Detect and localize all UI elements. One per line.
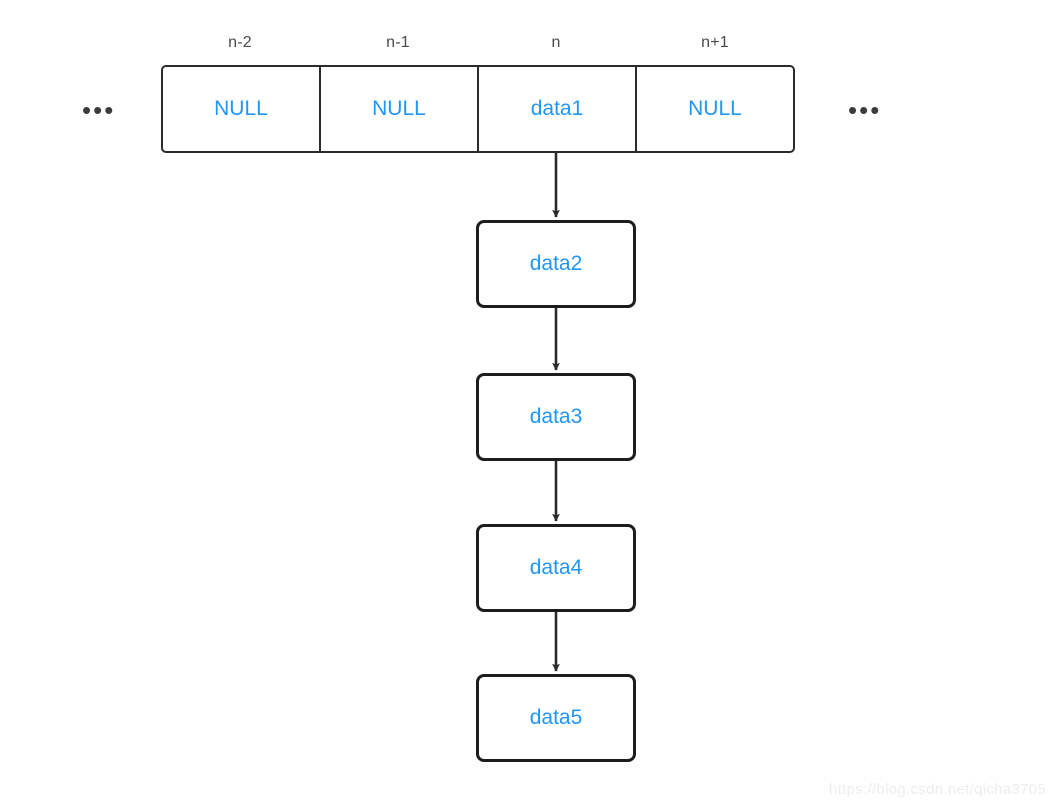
chain-node-label: data4 (529, 556, 583, 579)
right-ellipsis: ••• (848, 95, 882, 125)
chain-node-data3: data3 (476, 373, 636, 461)
bucket-cell-value: NULL (688, 97, 742, 120)
bucket-array: NULL NULL data1 NULL (161, 65, 795, 153)
bucket-cell-n: data1 (479, 67, 637, 151)
chain-node-label: data3 (529, 405, 583, 428)
bucket-cell-n-2: NULL (163, 67, 321, 151)
bucket-cell-value: data1 (530, 97, 584, 120)
bucket-index-label-1: n-1 (386, 34, 410, 51)
bucket-index-label-2: n (551, 34, 561, 51)
bucket-cell-value: NULL (372, 97, 426, 120)
bucket-cell-value: NULL (214, 97, 268, 120)
chain-node-label: data5 (529, 706, 583, 729)
bucket-index-label-0: n-2 (228, 34, 252, 51)
watermark: https://blog.csdn.net/qicha3705 (829, 781, 1046, 798)
bucket-index-label-3: n+1 (701, 34, 729, 51)
chain-node-data5: data5 (476, 674, 636, 762)
chain-node-data4: data4 (476, 524, 636, 612)
bucket-cell-n-plus-1: NULL (637, 67, 793, 151)
chain-node-label: data2 (529, 252, 583, 275)
left-ellipsis: ••• (82, 95, 116, 125)
bucket-cell-n-1: NULL (321, 67, 479, 151)
chain-node-data2: data2 (476, 220, 636, 308)
